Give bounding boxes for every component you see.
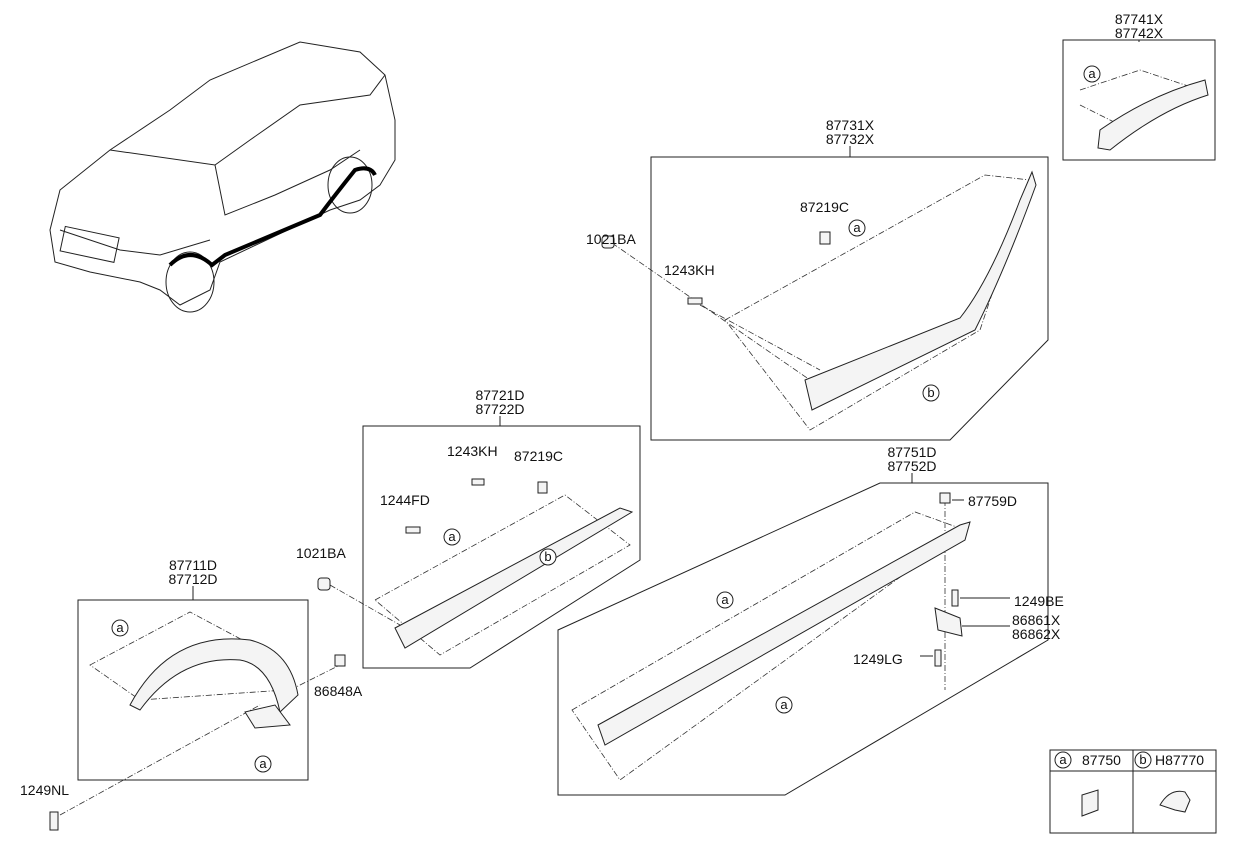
part-label: 1244FD [380,492,430,508]
clip-icon [334,654,346,667]
part-label: 1243KH [664,262,715,278]
svg-text:b: b [1139,752,1146,767]
group-code: 87752D [887,458,936,474]
door-moulding-87721d [317,478,634,656]
screw-icon [49,811,59,831]
part-label: 1249BE [1014,593,1064,609]
callout-a: a [716,591,734,609]
group-code: 87742X [1115,25,1164,41]
part-label: 87219C [800,199,849,215]
clip-icon [939,492,951,504]
clip-h87770-icon [1159,790,1191,813]
part-label: 87759D [968,493,1017,509]
door-moulding-87731x [601,170,1037,431]
svg-text:b: b [927,385,934,400]
part-label: 1021BA [296,545,346,561]
callout-a: a [443,528,461,546]
svg-text:a: a [1088,66,1096,81]
svg-text:a: a [259,756,267,771]
svg-text:a: a [721,592,729,607]
svg-text:a: a [780,697,788,712]
part-label: 86862X [1012,626,1061,642]
legend-table: a 87750 b H87770 [1049,749,1217,834]
callout-a: a [775,696,793,714]
group-code: 87711D [169,557,217,573]
screw-icon [471,478,485,486]
svg-text:a: a [448,529,456,544]
part-label: 86861X [1012,612,1061,628]
part-label: 87219C [514,448,563,464]
svg-text:a: a [1059,752,1067,767]
screw-icon [951,589,959,607]
nut-icon [317,577,331,591]
group-code: 87741X [1115,11,1164,27]
group-code: 87722D [475,401,524,417]
part-label: 1243KH [447,443,498,459]
clip-icon [819,231,831,245]
rear-fender-garnish [1079,69,1209,151]
svg-text:b: b [544,549,551,564]
group-code: 87712D [168,571,217,587]
bracket-icon [934,607,963,637]
callout-a: a [1083,65,1101,83]
group-code: 87732X [826,131,875,147]
callout-b: b [539,548,557,566]
callout-b: b [922,384,940,402]
part-label: 1249NL [20,782,69,798]
callout-a: a [848,219,866,237]
part-label: 1249LG [853,651,903,667]
callout-a: a [254,755,272,773]
group-code: 87751D [887,444,936,460]
side-sill-moulding [571,492,1010,781]
clip-icon [537,481,548,494]
group-box-87731x [650,156,1049,441]
callout-a: a [111,619,129,637]
group-box-87751d [557,482,1049,796]
nut-icon [601,235,615,249]
legend-code-a: 87750 [1082,752,1121,768]
screw-icon [405,526,421,534]
group-box-87721d [362,425,641,669]
legend-code-b: H87770 [1155,752,1204,768]
screw-icon [934,649,942,667]
group-code: 87721D [475,387,524,403]
front-fender-garnish [49,611,346,831]
vehicle-illustration [49,41,396,313]
svg-text:a: a [853,220,861,235]
group-code: 87731X [826,117,875,133]
clip-87750-icon [1081,789,1099,817]
screw-icon [687,297,703,305]
part-label: 1021BA [586,231,636,247]
svg-text:a: a [116,620,124,635]
part-label: 86848A [314,683,363,699]
